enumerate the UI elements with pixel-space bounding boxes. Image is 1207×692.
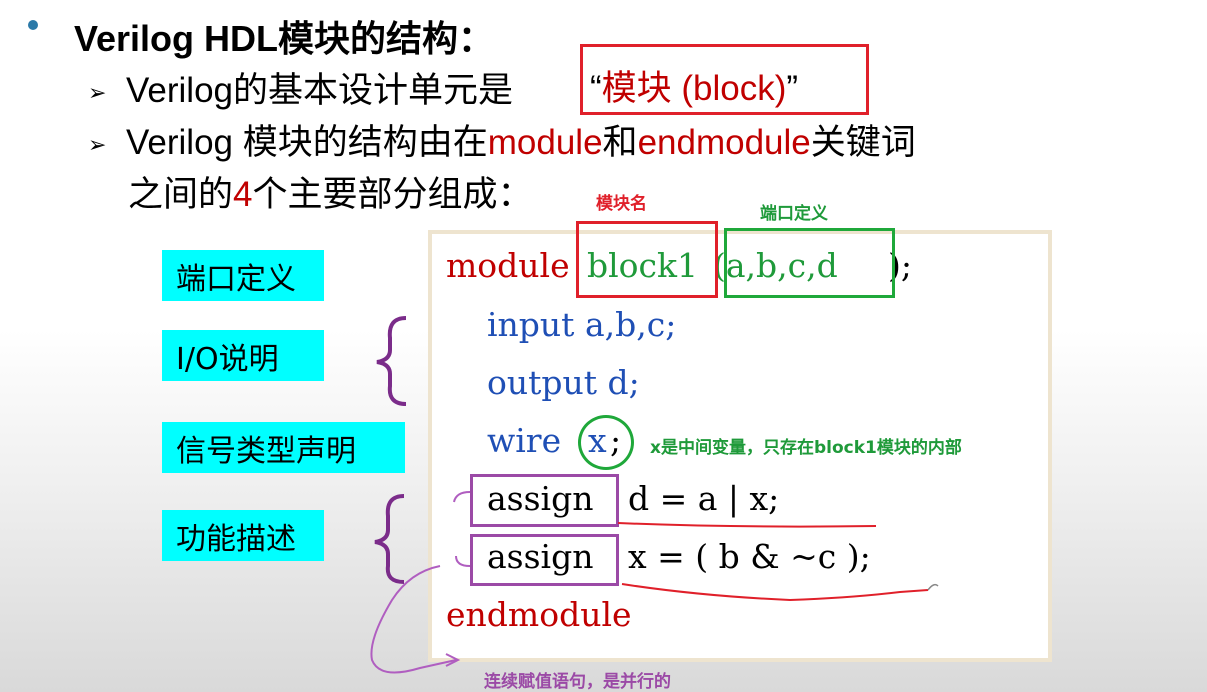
bracket-tick-1 <box>453 491 471 503</box>
label-text: 端口定义 <box>176 261 296 297</box>
code-line-6: assign <box>487 537 593 576</box>
assign-kw-2: assign <box>487 537 594 576</box>
underline-2 <box>621 583 929 602</box>
slide-title: Verilog HDL模块的结构： <box>74 10 494 62</box>
quote-close: ” <box>786 69 799 108</box>
line2-part2: 和 <box>602 123 638 162</box>
line3-part2: 个主要部分组成： <box>252 175 533 214</box>
block-highlight: “模块 (block)” <box>590 60 798 111</box>
module-kw: module <box>446 246 570 285</box>
assign-box-2 <box>470 534 619 586</box>
line2-part1: Verilog 模块的结构由在 <box>126 123 488 162</box>
code-line-3: output d; <box>487 363 640 402</box>
brace-io <box>376 316 407 406</box>
assign-box-1 <box>470 474 619 527</box>
subpoint-2: ➢ Verilog 模块的结构由在module和endmodule关键词 <box>88 114 916 165</box>
subpoint-1: ➢ Verilog的基本设计单元是 <box>88 62 513 113</box>
line3-part1: 之间的 <box>128 175 234 214</box>
port-def-box <box>724 228 895 298</box>
wire-kw: wire <box>487 421 562 460</box>
line1-prefix: Verilog的基本设计单元是 <box>126 71 514 110</box>
part-count: 4 <box>233 175 253 214</box>
label-port-definition: 端口定义 <box>162 250 324 301</box>
code-line-2: input a,b,c; <box>487 305 676 344</box>
assign-expr-1: d = a | x; <box>628 479 780 518</box>
module-name-note: 模块名 <box>596 194 647 214</box>
block-term: 模块 (block) <box>601 69 787 108</box>
input-kw: input <box>487 305 575 344</box>
arrow-bullet-icon: ➢ <box>88 79 107 105</box>
port-def-note: 端口定义 <box>760 204 828 224</box>
wire-var-note: x是中间变量，只存在block1模块的内部 <box>650 438 962 458</box>
assign-expr-2: x = ( b & ~c ); <box>628 537 871 576</box>
module-keyword: module <box>487 123 603 162</box>
code-line-1: module <box>446 246 570 285</box>
label-io-declaration: I/O说明 <box>162 330 324 381</box>
output-kw: output <box>487 363 598 402</box>
quote-open: “ <box>590 69 602 108</box>
module-name-box <box>576 221 718 298</box>
input-ports: a,b,c; <box>574 305 677 344</box>
arrow-bullet-icon: ➢ <box>88 131 107 157</box>
label-text: 信号类型声明 <box>176 433 356 469</box>
assign-kw-1: assign <box>487 479 594 518</box>
label-signal-type: 信号类型声明 <box>162 422 405 473</box>
endmodule-kw: endmodule <box>446 595 632 634</box>
endmodule-keyword: endmodule <box>637 123 811 162</box>
code-line-5: assign <box>487 479 593 518</box>
bullet-dot <box>28 20 38 30</box>
label-text: I/O说明 <box>176 341 279 377</box>
brace-function <box>374 494 405 584</box>
subpoint-2-cont: 之间的4个主要部分组成： <box>128 166 533 217</box>
port-list: (a,b,c,d <box>713 246 838 285</box>
code-panel <box>428 230 1052 662</box>
code-line-4: wire <box>487 421 561 460</box>
arrow-head-icon <box>445 653 461 667</box>
curly-mark <box>927 583 939 591</box>
underline-1 <box>617 522 877 528</box>
title-text: Verilog HDL模块的结构： <box>74 18 495 59</box>
module-name: block1 <box>587 246 699 285</box>
wire-var-circle <box>578 415 634 470</box>
block-highlight-box <box>580 44 869 115</box>
label-text: 功能描述 <box>176 521 296 557</box>
label-function-description: 功能描述 <box>162 510 324 561</box>
bracket-tick-2 <box>455 555 471 567</box>
purple-arrow <box>370 565 457 674</box>
output-port: d; <box>597 363 640 402</box>
parallel-note: 连续赋值语句，是并行的 <box>484 672 671 692</box>
line2-part3: 关键词 <box>810 123 916 162</box>
